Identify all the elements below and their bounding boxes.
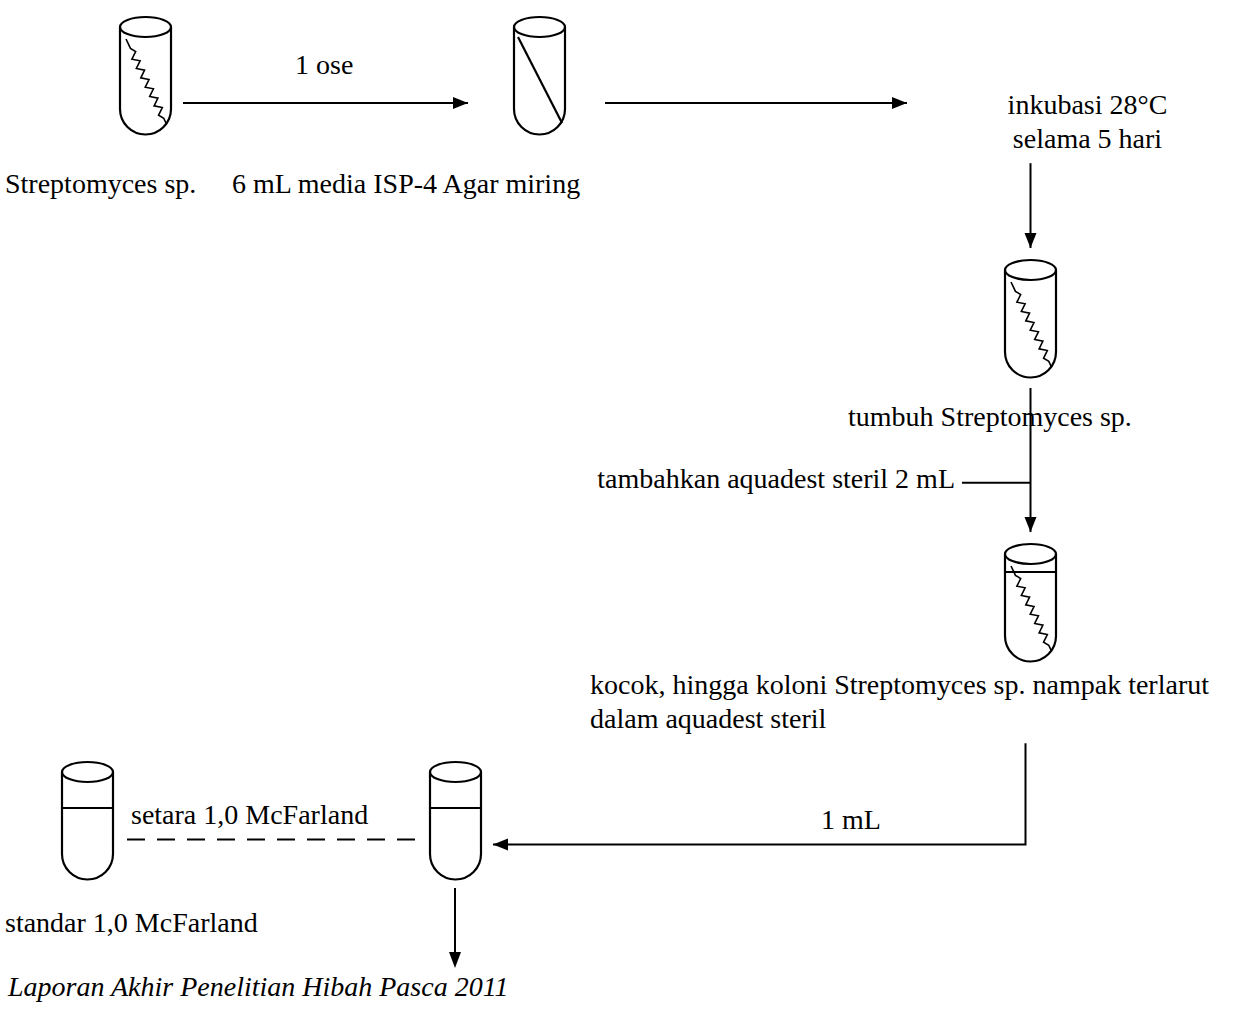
- node-caption: 6 mL media ISP-4 Agar miring: [232, 167, 580, 201]
- test-tube: tumbuh Streptomyces sp.: [1003, 258, 1058, 380]
- arrow-head: [1025, 517, 1037, 532]
- flow-connector: [605, 97, 1037, 248]
- footer-note: Laporan Akhir Penelitian Hibah Pasca 201…: [8, 970, 509, 1004]
- arrow-head: [493, 839, 508, 851]
- tube-outline: [1003, 258, 1058, 380]
- connector-line: [183, 102, 468, 104]
- edge-label: inkubasi 28°C selama 5 hari: [977, 88, 1198, 155]
- edge-label: 1 mL: [818, 803, 884, 837]
- connector-line: [493, 743, 1026, 844]
- test-tube: [428, 760, 483, 882]
- node-caption: tumbuh Streptomyces sp.: [848, 400, 1132, 434]
- tube-outline: [60, 760, 115, 882]
- tube-outline: [118, 15, 173, 137]
- flow-connector: [493, 743, 1026, 850]
- connector-line: [605, 102, 907, 104]
- arrow-head: [892, 97, 907, 109]
- flow-connector: [183, 97, 468, 109]
- test-tube: standar 1,0 McFarland: [60, 760, 115, 882]
- node-caption: kocok, hingga koloni Streptomyces sp. na…: [590, 668, 1230, 735]
- tube-outline: [512, 15, 567, 137]
- node-caption: standar 1,0 McFarland: [5, 906, 258, 940]
- arrow-head: [449, 952, 461, 968]
- node-caption: Streptomyces sp.: [5, 167, 196, 201]
- tube-outline: [1003, 542, 1058, 664]
- edge-label: setara 1,0 McFarland: [128, 798, 371, 832]
- down-arrow-line: [454, 888, 456, 960]
- test-tube: 6 mL media ISP-4 Agar miring: [512, 15, 567, 137]
- edge-label: 1 ose: [292, 48, 356, 82]
- test-tube: Streptomyces sp.: [118, 15, 173, 137]
- edge-label: tambahkan aquadest steril 2 mL: [594, 462, 958, 496]
- connector-line: [962, 482, 1031, 484]
- arrow-head: [1025, 233, 1037, 248]
- flow-connector: [127, 839, 416, 840]
- connector-line: [127, 839, 416, 841]
- tube-outline: [428, 760, 483, 882]
- test-tube: kocok, hingga koloni Streptomyces sp. na…: [1003, 542, 1058, 664]
- arrow-head: [453, 97, 468, 109]
